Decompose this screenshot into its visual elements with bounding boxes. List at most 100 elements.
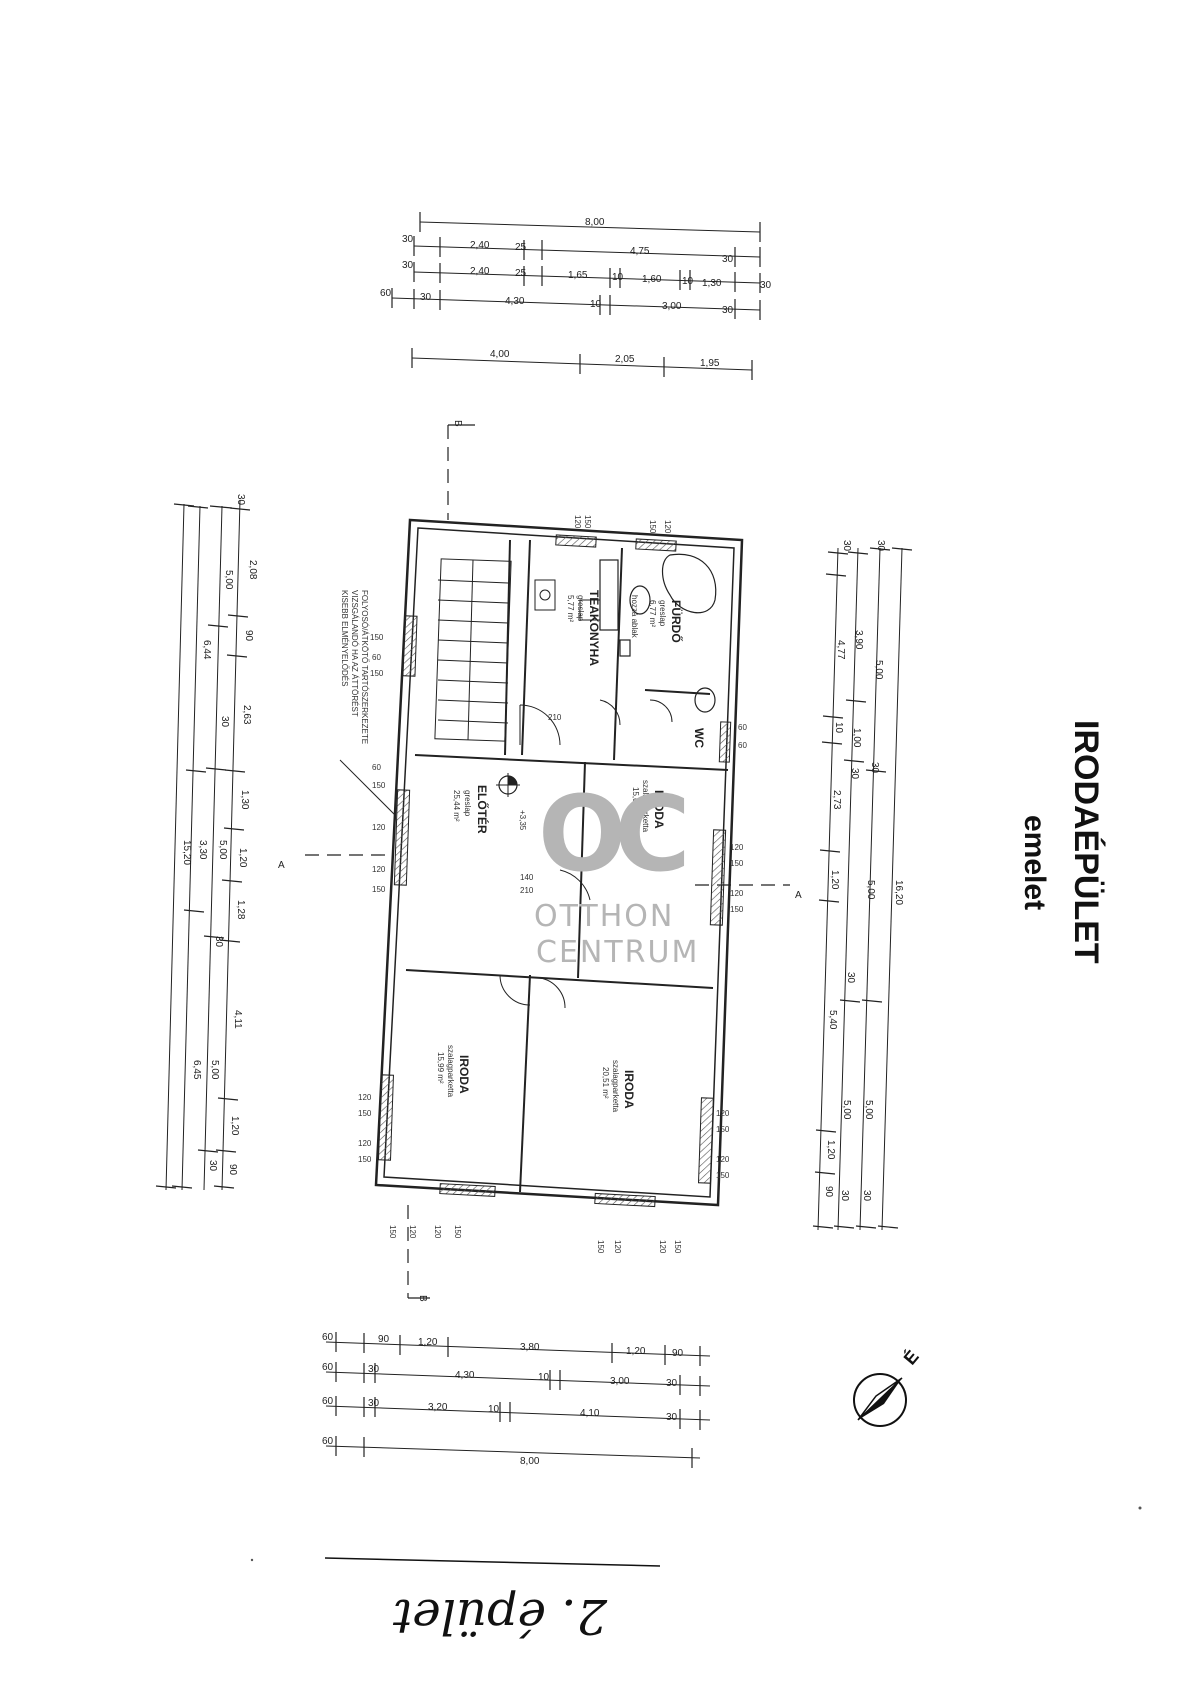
right-dim-label: 30 [841,540,852,552]
right-dim-label: 10 [833,722,844,734]
left-dim-label: 30 [213,936,224,948]
room-floor: szalagparketta [611,1060,620,1113]
top-dim-label: 30 [420,292,432,303]
section-label-b-top: B [452,420,463,427]
opening-label: 210 [520,886,534,895]
opening-label: 60 [738,741,747,750]
bottom-dim-label: 90 [378,1334,390,1345]
opening-label: 150 [372,885,386,894]
note-line: FOLYOSÓ/ÁTKÖTŐ TARTÓSZERKEZETE [360,590,369,744]
left-dimension-chains [155,499,251,1191]
room-floor: szalagparketta [446,1045,455,1098]
bottom-dim-label: 30 [666,1378,678,1389]
room-area: 20,51 m² [601,1067,610,1099]
right-dim-label: 4,77 [835,640,846,660]
room-area: 25,44 m² [452,790,461,822]
opening-label: 120 [730,843,744,852]
opening-label: 150 [730,859,744,868]
title-sub: emelet [1018,815,1051,910]
room-teakonyha: TEAKONYHA greslap 5,77 m² [566,590,601,666]
left-dim-label: 30 [207,1160,218,1172]
top-dim-label: 2,05 [615,354,635,365]
right-dimension-chains [812,547,913,1231]
bottom-dim-label: 4,30 [455,1370,475,1381]
right-dim-label: 30 [839,1190,850,1202]
right-dim-label: 5,00 [865,880,876,900]
room-floor: greslap [463,790,472,817]
top-dim-label: 30 [760,280,772,291]
right-dim-label: 16,20 [893,880,904,905]
left-dim-label: 30 [219,716,230,728]
opening-label: 120 [716,1109,730,1118]
opening-label: 150 [596,1240,605,1254]
section-label-a-left: A [278,860,285,871]
bottom-dim-label: 60 [322,1396,334,1407]
handwritten-text: 2. épület [392,1588,608,1644]
opening-label: 120 [730,889,744,898]
elevation-label: +3,35 [518,810,527,831]
opening-label: 120 [408,1225,417,1239]
section-lines [305,425,790,1298]
left-dim-label: 6,45 [191,1060,202,1080]
left-dim-label: 30 [235,494,246,506]
bottom-dim-label: 1,20 [626,1346,646,1357]
section-markers [408,424,475,1299]
opening-label: 150 [716,1171,730,1180]
top-dim-label: 30 [722,254,734,265]
opening-label: 120 [573,515,582,529]
bottom-dim-label: 3,00 [610,1376,630,1387]
room-area: 5,77 m² [566,595,575,622]
opening-label: 150 [673,1240,682,1254]
opening-label: 150 [453,1225,462,1239]
kitchen-fixtures [534,579,601,621]
elevation-marker: +3,35 [496,773,527,831]
left-dim-label: 5,00 [209,1060,220,1080]
note-line: KISEBB ELMÉNYELŐDÉS [340,590,349,686]
top-dim-label: 30 [402,234,414,245]
top-dim-label: 25 [515,268,527,279]
right-dim-label: 30 [849,768,860,780]
opening-label: 60 [738,723,747,732]
right-dim-label: 30 [875,540,886,552]
bottom-dim-label: 1,20 [418,1337,438,1348]
room-iroda-left: IRODA szalagparketta 15,99 m² [436,1045,471,1098]
door-swings [499,699,673,1009]
top-dim-label: 1,65 [568,270,588,281]
bottom-dimension-chains [325,1332,711,1468]
opening-labels: 150 150 60 60 150 120 120 150 120 150 12… [358,515,747,1254]
bottom-dimension-labels: 60 90 1,20 3,80 1,20 90 60 30 4,30 10 3,… [322,1332,684,1467]
opening-label: 120 [358,1139,372,1148]
bottom-dim-label: 30 [368,1398,380,1409]
opening-label: 150 [372,781,386,790]
room-area: 15,99 m² [436,1052,445,1084]
top-dim-label: 4,75 [630,246,650,257]
top-dim-label: 60 [380,288,392,299]
left-dim-label: 1,20 [229,1116,240,1136]
opening-label: 120 [372,823,386,832]
left-dim-label: 5,00 [223,570,234,590]
bottom-dim-label: 30 [666,1412,678,1423]
opening-label: 120 [358,1093,372,1102]
opening-label: 150 [388,1225,397,1239]
opening-label: 150 [716,1125,730,1134]
opening-label: 120 [372,865,386,874]
room-name: IRODA [622,1070,636,1109]
room-iroda-top: IRODA szalagparketta 15,01 m² [631,780,666,833]
right-dim-label: 30 [845,972,856,984]
bottom-dim-label: 3,80 [520,1342,540,1353]
top-dim-label: 2,40 [470,240,490,251]
opening-label: 150 [648,520,657,534]
left-dim-label: 1,20 [237,848,248,868]
right-dim-label: 1,20 [825,1140,836,1160]
left-dim-label: 90 [243,630,254,642]
left-dim-label: 1,28 [235,900,246,920]
top-dim-label: 1,60 [642,274,662,285]
room-wc: WC [692,728,706,748]
left-dim-label: 6,44 [201,640,212,660]
title-main: IRODAÉPÜLET [1067,720,1105,964]
left-dim-label: 5,00 [217,840,228,860]
left-dim-label: 90 [227,1164,238,1176]
top-dimension-labels: 8,00 30 2,40 25 4,75 30 30 2,40 25 1,65 … [380,217,772,369]
